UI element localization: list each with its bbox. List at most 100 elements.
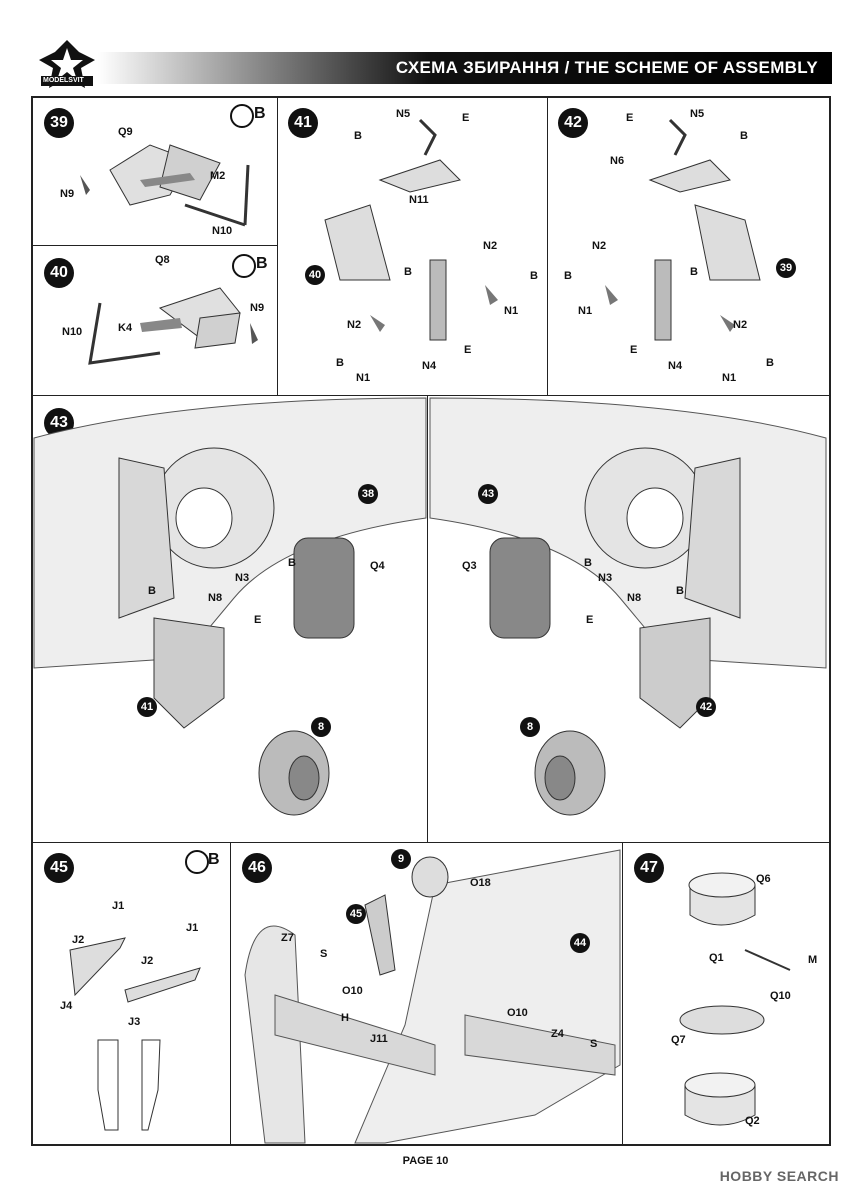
- paint-note: B: [148, 585, 156, 597]
- step-45-diagram: [69, 937, 201, 1131]
- part-label: Q7: [671, 1034, 686, 1046]
- paint-note: B: [288, 557, 296, 569]
- part-label: N1: [578, 305, 593, 317]
- part-label: N1: [722, 372, 737, 384]
- paint-note: B: [564, 270, 572, 282]
- step-number-badge: 41: [288, 108, 318, 138]
- step-39-diagram: [80, 144, 250, 227]
- step-number-badge: 40: [44, 258, 74, 288]
- part-label: Q1: [709, 952, 724, 964]
- paint-note: E: [630, 344, 638, 356]
- page-title: СХЕМА ЗБИРАННЯ / THE SCHEME OF ASSEMBLY: [395, 58, 818, 77]
- part-label: Z4: [551, 1028, 564, 1040]
- part-label: O10: [507, 1007, 528, 1019]
- part-label: M2: [210, 170, 226, 182]
- paint-note: B: [676, 585, 684, 597]
- reference-step-badge: 8: [520, 717, 540, 737]
- frame-right: [829, 96, 831, 1146]
- page-number: PAGE 10: [402, 1155, 449, 1167]
- modelsvit-logo: MODELSVIT: [35, 38, 99, 94]
- part-label: Q2: [745, 1115, 760, 1127]
- paint-code: B: [254, 105, 266, 122]
- watermark-logo: HOBBY SEARCH: [719, 1168, 839, 1184]
- part-label: N9: [250, 302, 265, 314]
- frame-top: [31, 96, 831, 98]
- divider-45-46: [230, 842, 231, 1145]
- step-number-badge: 39: [44, 108, 74, 138]
- part-label: O10: [342, 985, 363, 997]
- step-number-badge: 46: [242, 853, 272, 883]
- paint-note: E: [586, 614, 594, 626]
- part-label: N4: [668, 360, 683, 372]
- header-bar: СХЕМА ЗБИРАННЯ / THE SCHEME OF ASSEMBLY: [98, 52, 832, 84]
- logo-text: MODELSVIT: [43, 77, 84, 84]
- paint-note: B: [740, 130, 748, 142]
- part-label: J1: [186, 922, 199, 934]
- part-label: Q4: [370, 560, 385, 572]
- paint-code: B: [208, 851, 220, 868]
- step-41-diagram: [324, 118, 498, 341]
- divider-43-44: [427, 395, 428, 843]
- part-label: N3: [598, 572, 613, 584]
- paint-code: B: [256, 255, 268, 272]
- brush-icon: [185, 850, 209, 874]
- step-number-badge: 42: [558, 108, 588, 138]
- reference-step-badge: 8: [311, 717, 331, 737]
- part-label: N10: [212, 225, 233, 237]
- part-label: O18: [470, 877, 491, 889]
- paint-note: S: [320, 948, 328, 960]
- brush-icon: [230, 104, 254, 128]
- divider-row1: [31, 395, 831, 396]
- part-label: N1: [504, 305, 519, 317]
- part-label: Q8: [155, 254, 170, 266]
- reference-step-badge: 43: [478, 484, 498, 504]
- part-label: Q10: [770, 990, 791, 1002]
- divider-row2: [31, 842, 831, 843]
- paint-note: H: [341, 1012, 349, 1024]
- paint-note: E: [254, 614, 262, 626]
- frame-left: [31, 96, 33, 1146]
- reference-step-badge: 38: [358, 484, 378, 504]
- part-label: J2: [141, 955, 154, 967]
- part-label: Z7: [281, 932, 294, 944]
- paint-note: B: [336, 357, 344, 369]
- paint-note: E: [626, 112, 634, 124]
- part-label: Q3: [462, 560, 477, 572]
- part-label: J11: [370, 1033, 388, 1045]
- part-label: N6: [610, 155, 625, 167]
- reference-step-badge: 9: [391, 849, 411, 869]
- step-40-diagram: [88, 287, 258, 365]
- step-43-diagram: [33, 397, 427, 816]
- part-label: Q6: [756, 873, 771, 885]
- part-label: N2: [733, 319, 748, 331]
- reference-step-badge: 41: [137, 697, 157, 717]
- paint-note: B: [690, 266, 698, 278]
- part-label: J2: [72, 934, 85, 946]
- paint-note: E: [464, 344, 472, 356]
- step-42-diagram: [605, 118, 761, 341]
- reference-step-badge: 44: [570, 933, 590, 953]
- part-label: N8: [627, 592, 642, 604]
- divider-46-47: [622, 842, 623, 1145]
- part-label: N5: [396, 108, 411, 120]
- paint-note: B: [404, 266, 412, 278]
- paint-note: B: [354, 130, 362, 142]
- part-label: N1: [356, 372, 371, 384]
- paint-note: B: [530, 270, 538, 282]
- frame-bottom: [31, 1144, 831, 1146]
- step-number-badge: 47: [634, 853, 664, 883]
- part-label: Q9: [118, 126, 133, 138]
- divider-col2: [547, 96, 548, 396]
- part-label: N9: [60, 188, 75, 200]
- part-label: K4: [118, 322, 133, 334]
- reference-step-badge: 42: [696, 697, 716, 717]
- reference-step-badge: 45: [346, 904, 366, 924]
- divider-39-40: [31, 245, 278, 246]
- step-number-badge: 45: [44, 853, 74, 883]
- paint-note: S: [590, 1038, 598, 1050]
- part-label: N8: [208, 592, 223, 604]
- part-label: J3: [128, 1016, 141, 1028]
- paint-note: E: [462, 112, 470, 124]
- reference-step-badge: 39: [776, 258, 796, 278]
